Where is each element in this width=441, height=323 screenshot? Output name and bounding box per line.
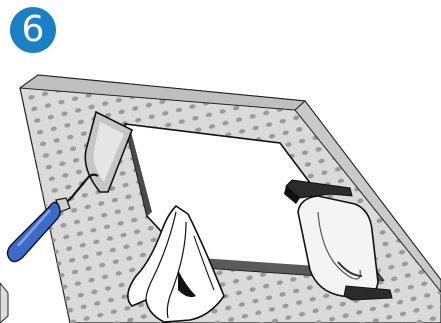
partial-frame-left [0, 283, 8, 323]
